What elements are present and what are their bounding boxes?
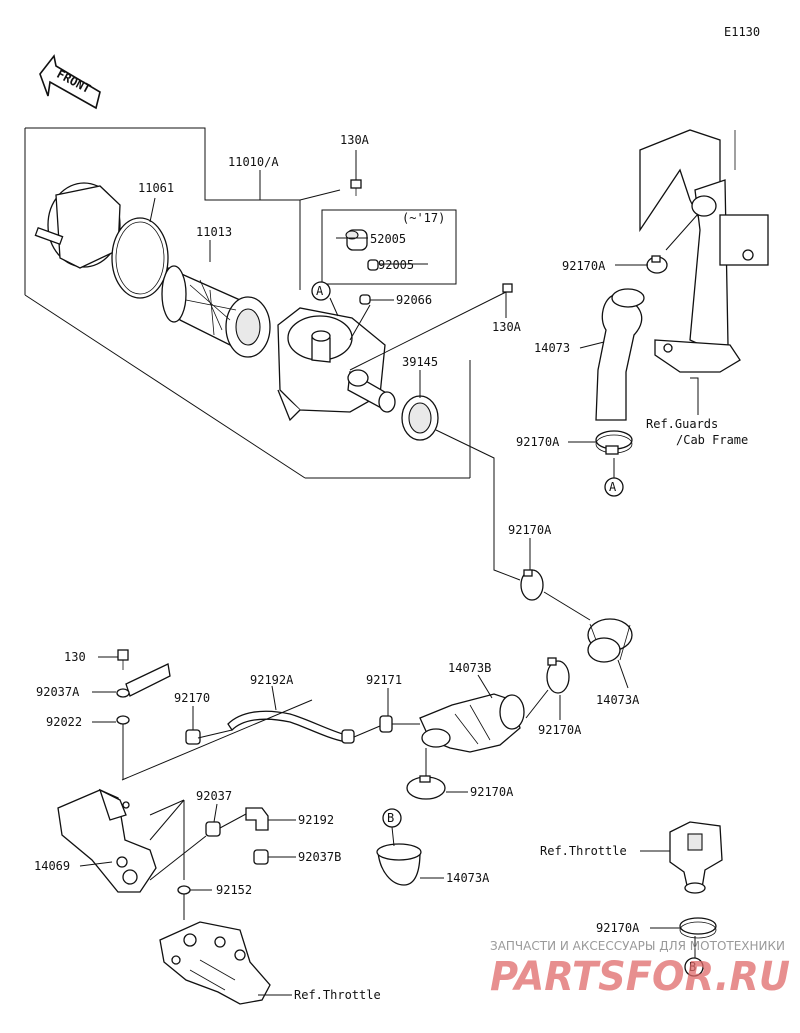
label-92170a-1: 92170A bbox=[562, 259, 606, 273]
label-14073a-1: 14073A bbox=[596, 693, 640, 707]
washer-92037a bbox=[116, 688, 130, 698]
label-92192a: 92192A bbox=[250, 673, 294, 687]
clamp-92170a-2 bbox=[595, 430, 633, 455]
duct-ring-39145 bbox=[401, 395, 439, 441]
intake-duct-14073 bbox=[595, 288, 645, 421]
fitting-92066 bbox=[359, 294, 371, 305]
callout-a-end: A bbox=[604, 477, 624, 497]
throttle-body-right bbox=[669, 821, 723, 894]
air-filter-element bbox=[161, 265, 271, 358]
ref-guards-line2: /Cab Frame bbox=[676, 433, 748, 447]
label-92037a: 92037A bbox=[36, 685, 80, 699]
elbow-92192 bbox=[245, 807, 269, 831]
clamp-92170 bbox=[185, 729, 201, 745]
label-92037b: 92037B bbox=[298, 850, 341, 864]
plug-52005 bbox=[345, 229, 368, 251]
duct-14073b bbox=[419, 693, 525, 753]
clamp-92037 bbox=[205, 821, 221, 837]
air-cleaner-assembly-outline bbox=[24, 127, 471, 479]
label-14073a-2: 14073A bbox=[446, 871, 490, 885]
air-cleaner-case bbox=[277, 307, 396, 422]
label-11010a: 11010/A bbox=[228, 155, 279, 169]
watermark-logo: PARTSFOR.RU bbox=[490, 954, 790, 1000]
label-92192: 92192 bbox=[298, 813, 334, 827]
label-11061: 11061 bbox=[138, 181, 174, 195]
label-92005: 92005 bbox=[378, 258, 414, 272]
clamp-92170a-4 bbox=[546, 657, 570, 694]
label-130: 130 bbox=[64, 650, 86, 664]
throttle-body-bottom bbox=[159, 921, 271, 1005]
svg-text:B: B bbox=[689, 960, 696, 974]
washer-92152 bbox=[177, 885, 191, 895]
ref-guards-line1: Ref.Guards bbox=[646, 417, 718, 431]
bolt-130 bbox=[117, 649, 129, 670]
year-note: (~'17) bbox=[402, 211, 445, 225]
fitting-92171 bbox=[379, 715, 393, 733]
early-model-parts-box bbox=[321, 209, 457, 285]
bolt-130a-top bbox=[350, 179, 362, 196]
label-39145: 39145 bbox=[402, 355, 438, 369]
label-92170a-6: 92170A bbox=[596, 921, 640, 935]
label-52005: 52005 bbox=[370, 232, 406, 246]
callout-a-box: A bbox=[311, 281, 331, 301]
label-92037: 92037 bbox=[196, 789, 232, 803]
label-130a-right: 130A bbox=[492, 320, 522, 334]
label-11013: 11013 bbox=[196, 225, 232, 239]
washer-92022 bbox=[116, 715, 130, 725]
label-92022: 92022 bbox=[46, 715, 82, 729]
air-cleaner-cover bbox=[34, 182, 121, 269]
callout-b-start: B bbox=[382, 808, 402, 828]
clamp-92170a-3 bbox=[520, 569, 544, 601]
duct-14073a-middle bbox=[587, 618, 633, 663]
bolt-130a-right bbox=[502, 283, 513, 293]
label-92171: 92171 bbox=[366, 673, 402, 687]
label-14073b: 14073B bbox=[448, 661, 491, 675]
watermark-tagline: ЗАПЧАСТИ И АКСЕССУАРЫ ДЛЯ МОТОТЕХНИКИ bbox=[490, 939, 785, 953]
clamp-92170a-1 bbox=[646, 255, 668, 274]
part-labels: 130A 11010/A 11061 11013 52005 92005 920… bbox=[34, 133, 748, 1002]
bracket-14069 bbox=[57, 788, 157, 893]
svg-text:A: A bbox=[609, 480, 617, 494]
label-92170a-2: 92170A bbox=[516, 435, 560, 449]
svg-text:B: B bbox=[387, 811, 394, 825]
cab-frame-guard bbox=[639, 129, 769, 373]
svg-text:A: A bbox=[316, 284, 324, 298]
ref-throttle-right: Ref.Throttle bbox=[540, 844, 627, 858]
label-14073: 14073 bbox=[534, 341, 570, 355]
seal-ring bbox=[111, 217, 169, 299]
leader-lines bbox=[79, 150, 699, 996]
clamp-92037b bbox=[253, 849, 269, 865]
label-92152: 92152 bbox=[216, 883, 252, 897]
bracket-plate bbox=[125, 663, 171, 697]
front-arrow-icon: FRONT bbox=[39, 54, 101, 110]
clamp-92170a-6 bbox=[679, 917, 717, 939]
label-14069: 14069 bbox=[34, 859, 70, 873]
callout-b-end: B bbox=[684, 957, 704, 977]
label-92170a-3: 92170A bbox=[508, 523, 552, 537]
label-130a-top: 130A bbox=[340, 133, 370, 147]
duct-14073a-bottom bbox=[376, 843, 422, 886]
ref-throttle-bottom: Ref.Throttle bbox=[294, 988, 381, 1002]
label-92170a-4: 92170A bbox=[538, 723, 582, 737]
clamp-92170a-5 bbox=[406, 775, 446, 800]
fitting-92005 bbox=[367, 259, 379, 271]
label-92170: 92170 bbox=[174, 691, 210, 705]
label-92066: 92066 bbox=[396, 293, 432, 307]
diagram-id: E1130 bbox=[724, 25, 760, 39]
label-92170a-5: 92170A bbox=[470, 785, 514, 799]
watermark: ЗАПЧАСТИ И АКСЕССУАРЫ ДЛЯ МОТОТЕХНИКИ PA… bbox=[490, 939, 790, 1000]
